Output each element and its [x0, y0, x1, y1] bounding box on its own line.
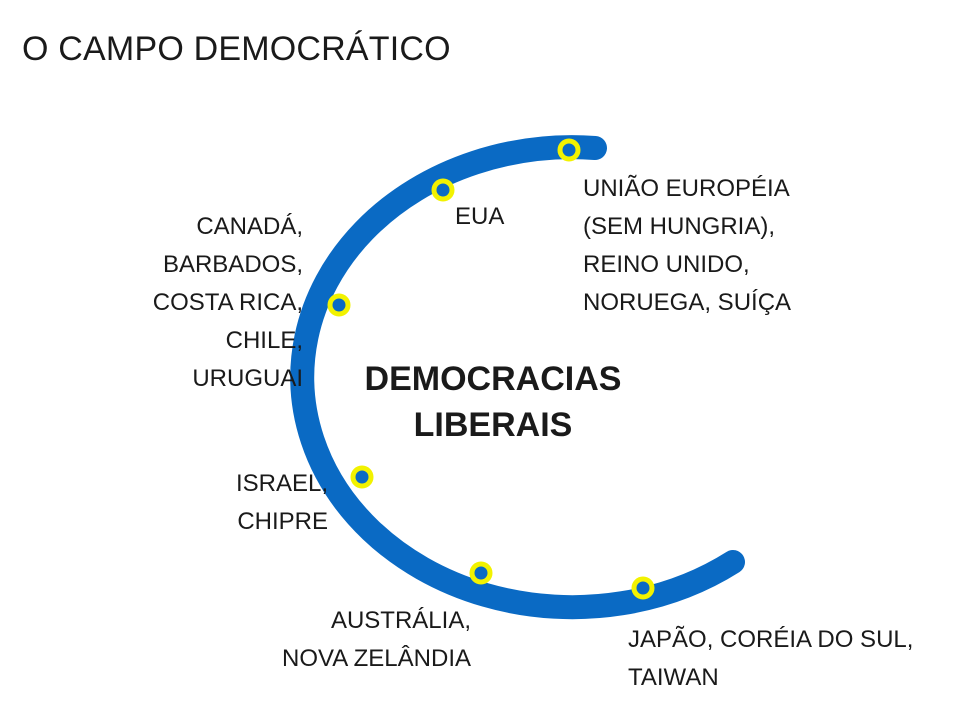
label-eu: UNIÃO EUROPÉIA (SEM HUNGRIA), REINO UNID…: [583, 170, 791, 322]
node-usa: [431, 178, 455, 202]
label-oceania-line: AUSTRÁLIA,: [330, 607, 471, 634]
center-label-line1: DEMOCRACIAS: [364, 360, 622, 398]
node-eu: [557, 138, 581, 162]
label-asia-line: TAIWAN: [628, 664, 719, 691]
label-eu-line: (SEM HUNGRIA),: [583, 213, 775, 240]
node-asia: [631, 576, 655, 600]
label-eu-line: REINO UNIDO,: [583, 251, 750, 278]
node-mideast: [350, 465, 374, 489]
label-usa-line: EUA: [455, 203, 505, 230]
label-eu-line: UNIÃO EUROPÉIA: [583, 175, 790, 202]
page-title: O CAMPO DEMOCRÁTICO: [22, 30, 451, 68]
node-americas: [327, 293, 351, 317]
center-label: DEMOCRACIAS LIBERAIS: [330, 356, 656, 448]
label-americas-line: COSTA RICA,: [152, 289, 303, 316]
label-mideast-line: ISRAEL,: [235, 470, 328, 497]
label-americas-line: BARBADOS,: [162, 251, 303, 278]
label-oceania-line: NOVA ZELÂNDIA: [282, 645, 471, 672]
label-americas: CANADÁ, BARBADOS, COSTA RICA, CHILE, URU…: [153, 208, 303, 398]
node-oceania: [469, 561, 493, 585]
center-label-line2: LIBERAIS: [413, 406, 573, 444]
label-asia-line: JAPÃO, CORÉIA DO SUL,: [628, 626, 914, 653]
label-usa: EUA: [455, 198, 504, 236]
label-mideast: ISRAEL, CHIPRE: [236, 465, 328, 541]
label-asia: JAPÃO, CORÉIA DO SUL, TAIWAN: [628, 621, 913, 697]
label-americas-line: CANADÁ,: [196, 213, 303, 240]
label-americas-line: URUGUAI: [192, 365, 303, 392]
label-americas-line: CHILE,: [225, 327, 303, 354]
label-oceania: AUSTRÁLIA, NOVA ZELÂNDIA: [282, 602, 471, 678]
label-mideast-line: CHIPRE: [237, 508, 328, 535]
democracy-arc: [290, 135, 745, 620]
label-eu-line: NORUEGA, SUÍÇA: [583, 289, 792, 316]
